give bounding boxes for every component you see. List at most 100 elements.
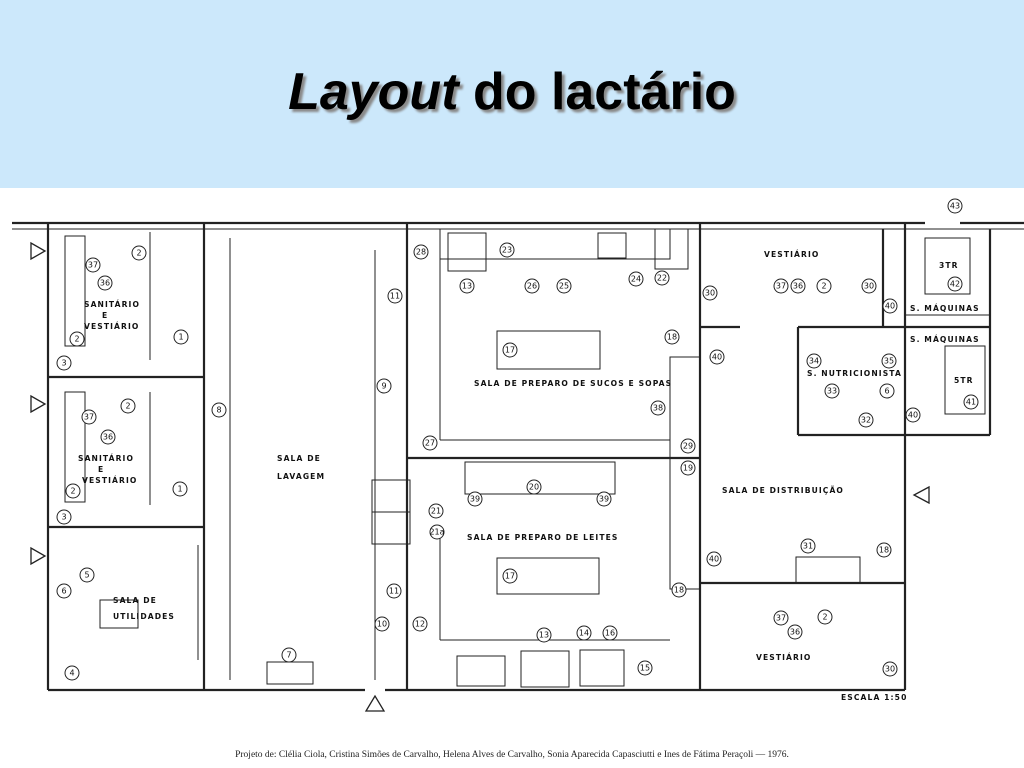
svg-text:5: 5 [84,571,89,580]
svg-text:6: 6 [61,587,66,596]
title-banner: Layout do lactário [0,0,1024,188]
svg-text:3: 3 [61,513,66,522]
equipment-number-n26: 26 [524,278,540,294]
svg-text:25: 25 [559,282,569,291]
equipment-number-n7: 7 [281,647,297,663]
equipment-number-n31: 31 [800,538,816,554]
equipment-number-n4: 4 [64,665,80,681]
equipment-number-n1a: 1 [173,329,189,345]
svg-text:31: 31 [803,542,813,551]
equipment-number-n2e: 2 [816,278,832,294]
equipment-number-n36c: 36 [790,278,806,294]
equipment-number-n14: 14 [576,625,592,641]
svg-text:21: 21 [431,507,441,516]
svg-text:43: 43 [950,202,960,211]
svg-text:1: 1 [177,485,182,494]
room-sanitario-top-3: VESTIÁRIO [84,322,139,331]
equipment-number-n5: 5 [79,567,95,583]
svg-text:10: 10 [377,620,387,629]
equipment-number-n22: 22 [654,270,670,286]
svg-text:22: 22 [657,274,667,283]
svg-text:6: 6 [884,387,889,396]
svg-text:37: 37 [776,614,786,623]
equipment-number-n40d: 40 [905,407,921,423]
room-utilidades-1: SALA DE [113,596,157,605]
svg-text:36: 36 [793,282,803,291]
title-italic: Layout [288,63,459,121]
room-utilidades-2: UTILIDADES [113,612,175,621]
equipment-number-n21a: 21a [429,524,445,540]
equipment-number-n43: 43 [947,198,963,214]
svg-text:4: 4 [69,669,74,678]
room-sanitario-top-1: SANITÁRIO [84,300,140,309]
svg-text:39: 39 [599,495,609,504]
room-lavagem-2: LAVAGEM [277,472,325,481]
equipment-number-n37d: 37 [773,610,789,626]
equipment-number-n11b: 11 [386,583,402,599]
svg-text:20: 20 [529,483,539,492]
svg-text:2: 2 [136,249,141,258]
equipment-number-n2c: 2 [120,398,136,414]
svg-text:42: 42 [950,280,960,289]
equipment-number-n12: 12 [412,616,428,632]
svg-text:16: 16 [605,629,615,638]
room-labels: SANITÁRIO E VESTIÁRIO SANITÁRIO E VESTIÁ… [78,250,980,702]
equipment-number-n41: 41 [963,394,979,410]
equipment-number-n6: 6 [56,583,72,599]
room-maquinas-2: S. MÁQUINAS [910,335,980,344]
svg-text:12: 12 [415,620,425,629]
svg-text:1: 1 [178,333,183,342]
equipment-number-n40c: 40 [882,298,898,314]
svg-text:40: 40 [885,302,895,311]
svg-text:36: 36 [790,628,800,637]
equipment-number-n16: 16 [602,625,618,641]
equipment-number-n28: 28 [413,244,429,260]
equipment-number-n18b: 18 [671,582,687,598]
room-5tr: 5TR [954,376,974,385]
equipment-number-n34: 34 [806,353,822,369]
svg-text:23: 23 [502,246,512,255]
equipment-number-n37c: 37 [773,278,789,294]
equipment-number-n40b: 40 [706,551,722,567]
svg-text:2: 2 [70,487,75,496]
svg-text:18: 18 [674,586,684,595]
svg-text:11: 11 [389,587,399,596]
svg-text:30: 30 [864,282,874,291]
room-lavagem-1: SALA DE [277,454,321,463]
svg-text:9: 9 [381,382,386,391]
svg-text:17: 17 [505,572,515,581]
room-leites: SALA DE PREPARO DE LEITES [467,533,618,542]
equipment-number-n42: 42 [947,276,963,292]
svg-text:36: 36 [100,279,110,288]
svg-text:17: 17 [505,346,515,355]
svg-text:13: 13 [462,282,472,291]
equipment-number-n3b: 3 [56,509,72,525]
room-nutricionista: S. NUTRICIONISTA [807,369,902,378]
equipment-number-n30b: 30 [861,278,877,294]
equipment-number-n13b: 13 [536,627,552,643]
svg-text:34: 34 [809,357,819,366]
equipment-number-n2b: 2 [69,331,85,347]
room-sanitario-bottom-3: VESTIÁRIO [82,476,137,485]
equipment-number-n38: 38 [650,400,666,416]
equipment-number-n18a: 18 [664,329,680,345]
equipment-number-n20: 20 [526,479,542,495]
room-maquinas-1: S. MÁQUINAS [910,304,980,313]
svg-text:37: 37 [776,282,786,291]
room-vestiario-bottom: VESTIÁRIO [756,653,811,662]
equipment-number-n33: 33 [824,383,840,399]
room-distribuicao: SALA DE DISTRIBUIÇÃO [722,486,844,495]
slide-title: Layout do lactário [0,62,1024,122]
svg-text:36: 36 [103,433,113,442]
equipment-number-n37b: 37 [81,409,97,425]
svg-text:29: 29 [683,442,693,451]
equipment-number-n37a: 37 [85,257,101,273]
svg-text:21a: 21a [429,528,444,537]
equipment-number-n30a: 30 [702,285,718,301]
svg-text:35: 35 [884,357,894,366]
equipment-number-n17b: 17 [502,568,518,584]
room-sucos: SALA DE PREPARO DE SUCOS E SOPAS [474,379,672,388]
equipment-number-n39a: 39 [467,491,483,507]
scale-label: ESCALA 1:50 [841,693,907,702]
